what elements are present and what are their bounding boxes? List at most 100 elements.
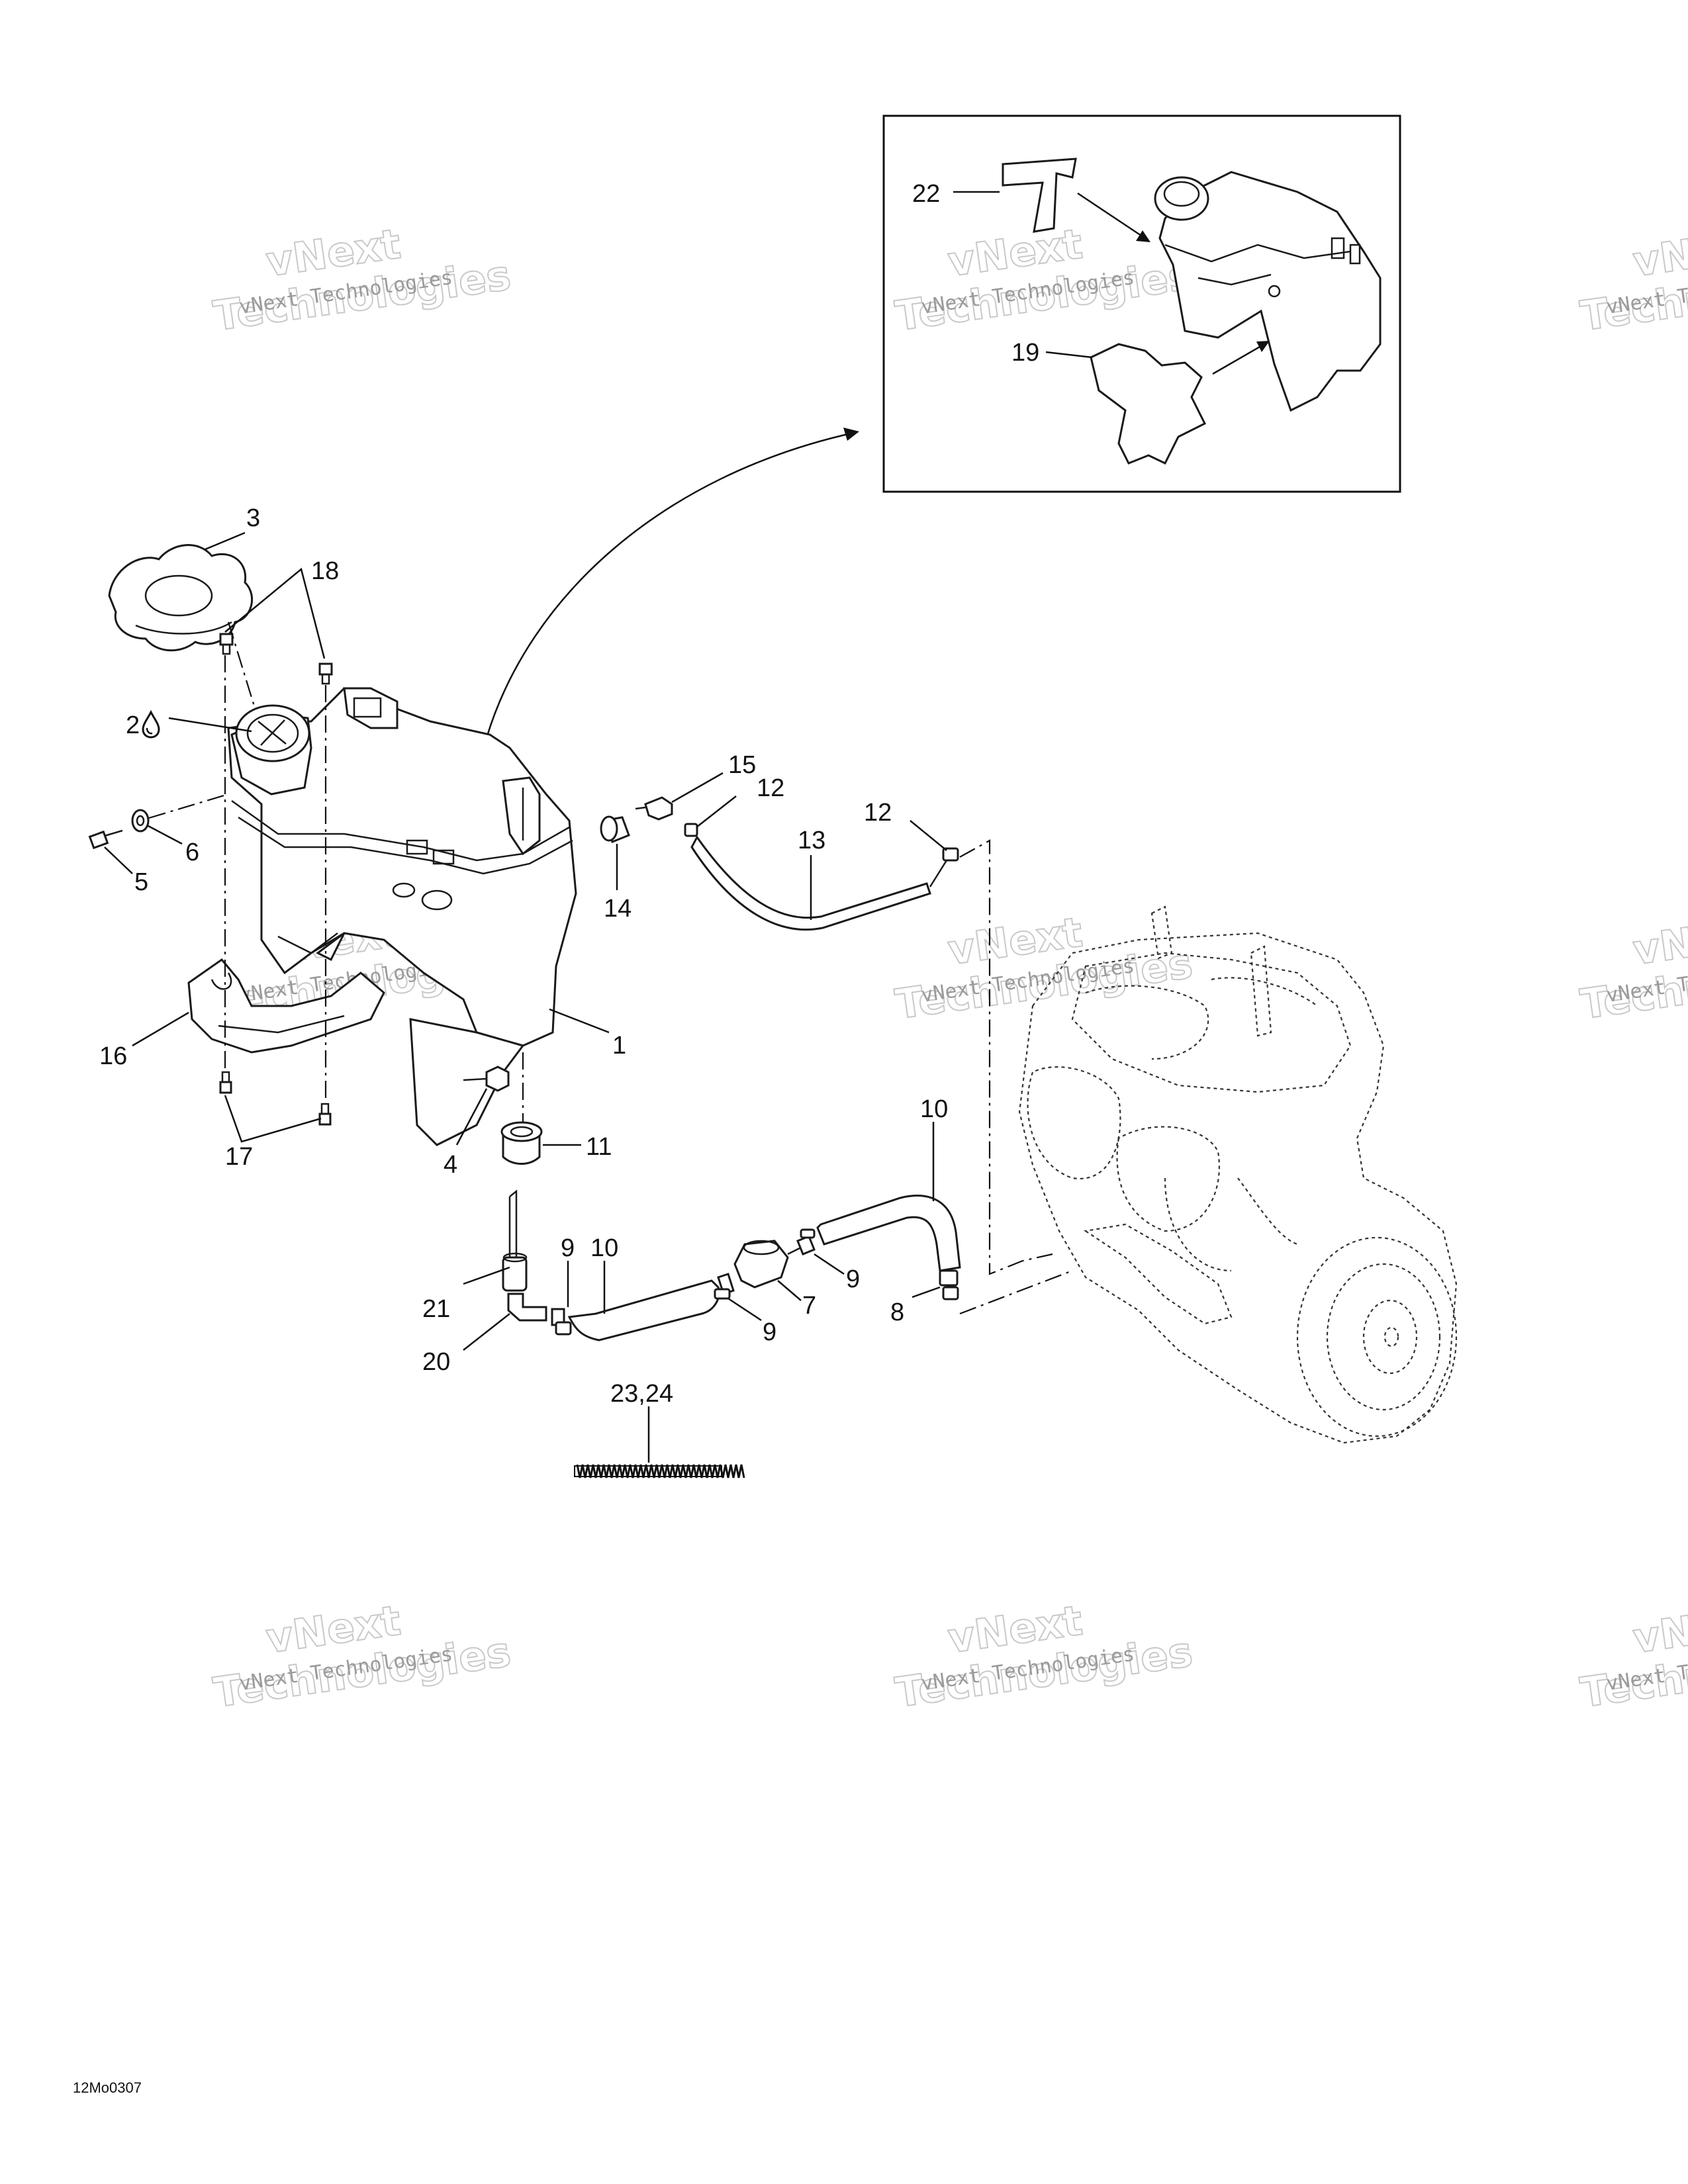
cylinder (1027, 1066, 1121, 1180)
screw-18b (318, 662, 333, 685)
hose-10-upper (816, 1195, 961, 1272)
inline-filter-7 (733, 1240, 802, 1289)
leader-2 (168, 717, 252, 733)
callout-17: 17 (225, 1143, 253, 1171)
callout-9-mid: 9 (763, 1318, 776, 1346)
nut-4 (463, 1066, 510, 1092)
leader-9-mid (727, 1297, 762, 1322)
clamp-12a (684, 823, 698, 837)
leader-5 (104, 846, 133, 874)
shield-tab (316, 932, 346, 962)
screw-head (219, 633, 234, 646)
callout-12-engine: 12 (864, 799, 892, 827)
leader-12b (910, 820, 947, 851)
callout-11: 11 (586, 1133, 612, 1161)
clamp-ear (555, 1321, 572, 1336)
nut-body (485, 1066, 510, 1092)
callout-10-lower: 10 (590, 1234, 618, 1262)
fitting-body (939, 1269, 959, 1287)
filter-rim (743, 1240, 780, 1255)
clamp-9-left (551, 1308, 572, 1336)
callout-23-24: 23,24 (610, 1380, 673, 1408)
clip (432, 849, 455, 865)
engine-outline (1018, 932, 1458, 1444)
washer (131, 809, 150, 833)
filler-cap-3 (108, 544, 254, 652)
tank-rib (277, 933, 338, 954)
watermark: vNext Technologies vNext Technologies (892, 1596, 1196, 1718)
vent-elbow-15 (635, 796, 673, 821)
screw-18a (219, 633, 234, 655)
tank-tab-slot (353, 697, 382, 718)
callout-14: 14 (604, 895, 632, 923)
leader-8 (912, 1286, 941, 1298)
arrowhead-icon (843, 428, 859, 441)
shield-fold (218, 1015, 345, 1034)
watermark-line1: vNext (1630, 220, 1688, 287)
grommet-hole (510, 1126, 534, 1138)
fitting-base (942, 1286, 959, 1300)
watermark-line1: vNext (1630, 1596, 1688, 1663)
washer-6 (131, 809, 150, 833)
clamp-ear (800, 1228, 816, 1239)
callout-7: 7 (802, 1292, 816, 1320)
leader-21 (463, 1266, 510, 1285)
spark-plug (1250, 945, 1272, 1037)
elbow-body (507, 1293, 547, 1322)
bolt-shank (104, 829, 123, 837)
pickup-filter (502, 1256, 528, 1292)
inset-tank-ridge (1164, 244, 1351, 263)
screw-head (318, 662, 333, 676)
bolt-5 (88, 829, 123, 850)
filter-body (733, 1240, 789, 1289)
strainer-line (260, 719, 285, 746)
leader-lines (104, 191, 1093, 1463)
grommet-rim (500, 1121, 543, 1142)
callout-1: 1 (612, 1032, 626, 1060)
screw-shank (221, 1071, 230, 1083)
oil-pickup-21 (502, 1189, 528, 1292)
arrowhead-icon (1136, 230, 1150, 242)
callout-16: 16 (99, 1042, 127, 1070)
callout-2: 2 (126, 711, 140, 739)
tank-lower-extension (409, 1018, 525, 1146)
inset-tank-detail (1197, 273, 1272, 286)
spark-plug (1150, 905, 1173, 960)
filler-neck-inner (246, 713, 299, 753)
crankcase-line (1164, 1177, 1232, 1272)
watermark: vNext Technologies vNext Technologies (210, 219, 514, 341)
flywheel-center (1383, 1326, 1399, 1347)
flywheel-hub (1362, 1299, 1418, 1375)
callout-9-left: 9 (561, 1234, 575, 1262)
leader-9-right (814, 1253, 845, 1275)
curved-arrow-to-inset (485, 432, 851, 739)
inset-arrow-decal (1077, 192, 1146, 240)
screw-head (219, 1081, 232, 1094)
callout-12-vent: 12 (757, 774, 784, 802)
watermark: vNext Technologies vNext Technologies (1577, 219, 1688, 341)
washer-hole (136, 815, 145, 827)
leader-15 (671, 772, 724, 803)
callout-6: 6 (185, 839, 199, 866)
clamp (942, 847, 959, 862)
spring-23-24 (574, 1464, 745, 1479)
grommet-14 (600, 815, 630, 843)
cap-outer (108, 544, 254, 652)
leader-1 (549, 1008, 610, 1034)
pickup-filter-top (502, 1252, 528, 1263)
cap-hub (144, 574, 213, 617)
inset-arrow-decal-19 (1212, 343, 1265, 375)
watermark: vNext Technologies vNext Technologies (1577, 907, 1688, 1030)
inset-tab (1349, 244, 1361, 265)
leader-6 (146, 824, 183, 845)
drawing-code: 12Mo0307 (73, 2079, 142, 2096)
elbow-body (644, 796, 673, 821)
callout-5: 5 (134, 868, 148, 896)
leader-18 (224, 567, 326, 659)
bolt-centerline (148, 793, 229, 819)
inset-tab (1331, 237, 1345, 259)
hose-10-lower (567, 1279, 720, 1342)
mount-hole (421, 889, 453, 911)
elbow-fitting-20 (507, 1293, 547, 1322)
